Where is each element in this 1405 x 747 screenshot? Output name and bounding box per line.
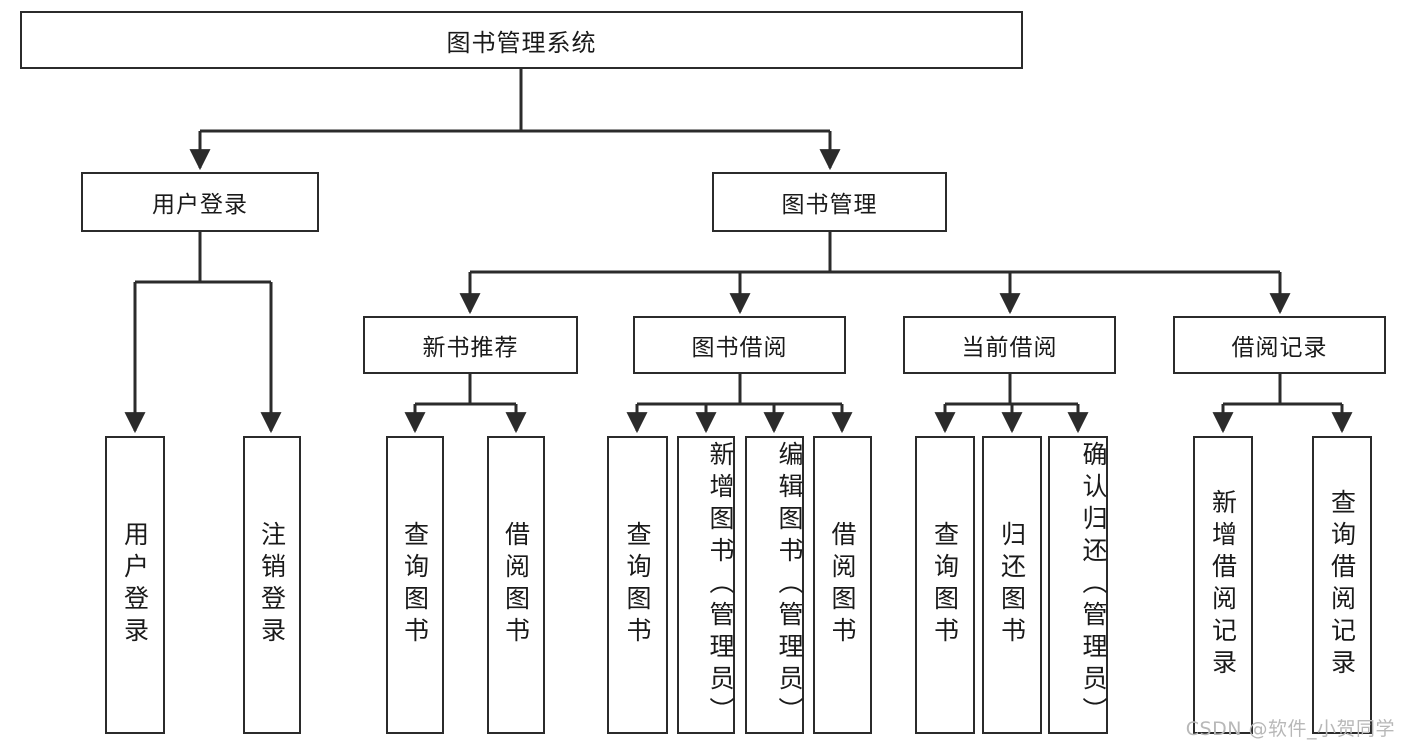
node-leaf-add-record-label: 新增借阅记录: [1208, 489, 1238, 681]
node-leaf-return-book-label: 归还图书: [997, 521, 1027, 649]
node-new-book-rec[interactable]: 新书推荐: [363, 316, 578, 374]
node-leaf-add-book[interactable]: 新增图书（管理员）: [677, 436, 735, 734]
node-leaf-return-book[interactable]: 归还图书: [982, 436, 1042, 734]
node-leaf-confirm-return[interactable]: 确认归还（管理员）: [1048, 436, 1108, 734]
node-borrow-record[interactable]: 借阅记录: [1173, 316, 1386, 374]
node-leaf-query-record-label: 查询借阅记录: [1327, 489, 1357, 681]
node-current-borrow[interactable]: 当前借阅: [903, 316, 1116, 374]
node-leaf-query-book-1-label: 查询图书: [400, 521, 430, 649]
node-current-borrow-label: 当前借阅: [961, 335, 1058, 361]
node-leaf-user-login-label: 用户登录: [120, 521, 150, 649]
node-borrow-record-label: 借阅记录: [1231, 335, 1328, 361]
node-leaf-edit-book-label: 编辑图书（管理员）: [775, 441, 804, 729]
node-leaf-borrow-book-2[interactable]: 借阅图书: [813, 436, 872, 734]
node-leaf-query-book-3-label: 查询图书: [930, 521, 960, 649]
node-user-login[interactable]: 用户登录: [81, 172, 319, 232]
node-leaf-user-login[interactable]: 用户登录: [105, 436, 165, 734]
node-book-borrow[interactable]: 图书借阅: [633, 316, 846, 374]
node-leaf-query-book-2-label: 查询图书: [623, 521, 652, 649]
watermark-text: CSDN @软件_小贺同学: [1185, 718, 1395, 740]
node-leaf-borrow-book-1-label: 借阅图书: [501, 521, 531, 649]
node-new-book-rec-label: 新书推荐: [422, 335, 519, 361]
node-root-system[interactable]: 图书管理系统: [20, 11, 1023, 69]
node-leaf-query-record[interactable]: 查询借阅记录: [1312, 436, 1372, 734]
node-leaf-confirm-return-label: 确认归还（管理员）: [1079, 441, 1108, 729]
node-leaf-edit-book[interactable]: 编辑图书（管理员）: [745, 436, 804, 734]
node-user-login-label: 用户登录: [152, 192, 248, 218]
node-book-manage-label: 图书管理: [781, 192, 878, 218]
node-leaf-user-logout-label: 注销登录: [257, 521, 287, 649]
node-leaf-add-record[interactable]: 新增借阅记录: [1193, 436, 1253, 734]
node-leaf-query-book-1[interactable]: 查询图书: [386, 436, 444, 734]
node-root-label: 图书管理系统: [446, 28, 597, 57]
node-book-manage[interactable]: 图书管理: [712, 172, 947, 232]
node-leaf-user-logout[interactable]: 注销登录: [243, 436, 301, 734]
node-book-borrow-label: 图书借阅: [691, 335, 788, 361]
node-leaf-query-book-2[interactable]: 查询图书: [607, 436, 668, 734]
node-leaf-borrow-book-2-label: 借阅图书: [828, 521, 857, 649]
node-leaf-borrow-book-1[interactable]: 借阅图书: [487, 436, 545, 734]
node-leaf-query-book-3[interactable]: 查询图书: [915, 436, 975, 734]
node-leaf-add-book-label: 新增图书（管理员）: [706, 441, 735, 729]
